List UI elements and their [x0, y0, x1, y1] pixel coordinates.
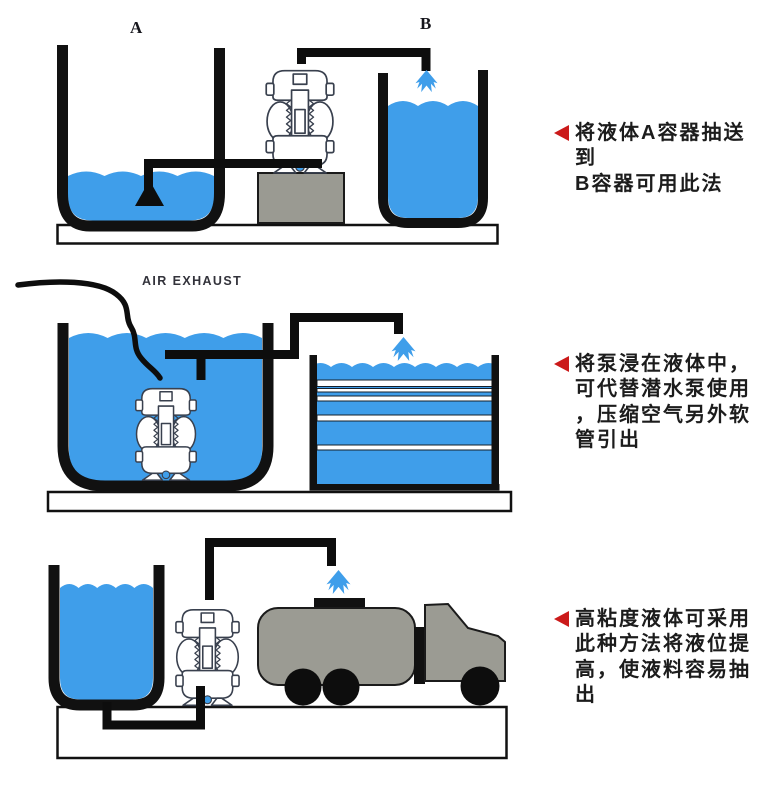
left-triangle-marker-icon	[554, 356, 569, 372]
caption-text: 将液体A容器抽送到 B容器可用此法	[575, 121, 761, 197]
caption-transfer-a-to-b: 将液体A容器抽送到 B容器可用此法	[554, 121, 761, 197]
tank-liquid	[310, 363, 499, 490]
truck-wheel	[322, 668, 360, 706]
tank-left-wall	[309, 355, 317, 490]
caption-line: 高，使液料容易抽	[575, 658, 751, 681]
discharge-pipe	[297, 48, 431, 71]
base-platform	[56, 705, 508, 760]
container-a-label: A	[130, 18, 143, 37]
base-platform	[46, 490, 513, 513]
panel-tanker-truck	[48, 538, 508, 760]
left-triangle-marker-icon	[554, 125, 569, 141]
diaphragm-pump-icon	[265, 69, 335, 174]
panel-submerged-pump	[15, 279, 513, 513]
caption-line: 出	[575, 684, 597, 707]
container-b	[378, 70, 488, 228]
discharge-pipe	[205, 538, 336, 600]
tank-bottom	[309, 484, 500, 491]
container-a	[57, 45, 225, 232]
container-liquid	[60, 584, 153, 700]
caption-line: 将液体A容器抽送到	[575, 122, 746, 170]
caption-line: ，压缩空气另外软	[575, 403, 751, 426]
discharge-pipe	[165, 313, 403, 380]
suction-pipe	[102, 686, 205, 730]
caption-line: 管引出	[575, 429, 641, 452]
pump-stand-block	[257, 172, 345, 224]
container-b-label: B	[420, 14, 432, 33]
tanker-truck	[257, 598, 506, 706]
diaphragm-pump-icon	[175, 608, 240, 707]
liquid-splash-icon	[415, 70, 438, 93]
caption-submerged-pump: 将泵浸在液体中， 可代替潜水泵使用 ，压缩空气另外软 管引出	[554, 352, 761, 454]
truck-cab	[424, 602, 506, 682]
cab-connector	[414, 627, 425, 684]
caption-text: 高粘度液体可采用 此种方法将液位提 高，使液料容易抽 出	[575, 607, 761, 709]
panel-transfer-a-to-b	[56, 45, 499, 245]
tank-right-wall	[491, 355, 499, 490]
liquid-splash-icon	[391, 337, 416, 362]
caption-line: B容器可用此法	[575, 172, 724, 195]
caption-line: 将泵浸在液体中，	[575, 353, 751, 375]
diaphragm-pump-icon	[134, 387, 198, 482]
caption-high-viscosity: 高粘度液体可采用 此种方法将液位提 高，使液料容易抽 出	[554, 607, 761, 709]
foot-valve	[135, 186, 164, 206]
liquid-splash-icon	[326, 570, 351, 595]
caption-line: 高粘度液体可采用	[575, 608, 751, 630]
caption-text: 将泵浸在液体中， 可代替潜水泵使用 ，压缩空气另外软 管引出	[575, 352, 761, 454]
left-triangle-marker-icon	[554, 611, 569, 627]
caption-line: 此种方法将液位提	[575, 633, 751, 656]
container	[57, 323, 274, 492]
container-b-liquid	[388, 101, 478, 218]
suction-pipe	[144, 159, 322, 193]
air-exhaust-hose	[15, 279, 163, 381]
truck-wheel	[284, 668, 322, 706]
caption-line: 可代替潜水泵使用	[575, 378, 751, 401]
air-exhaust-label: AIR EXHAUST	[142, 274, 243, 288]
truck-wheel	[460, 666, 500, 706]
